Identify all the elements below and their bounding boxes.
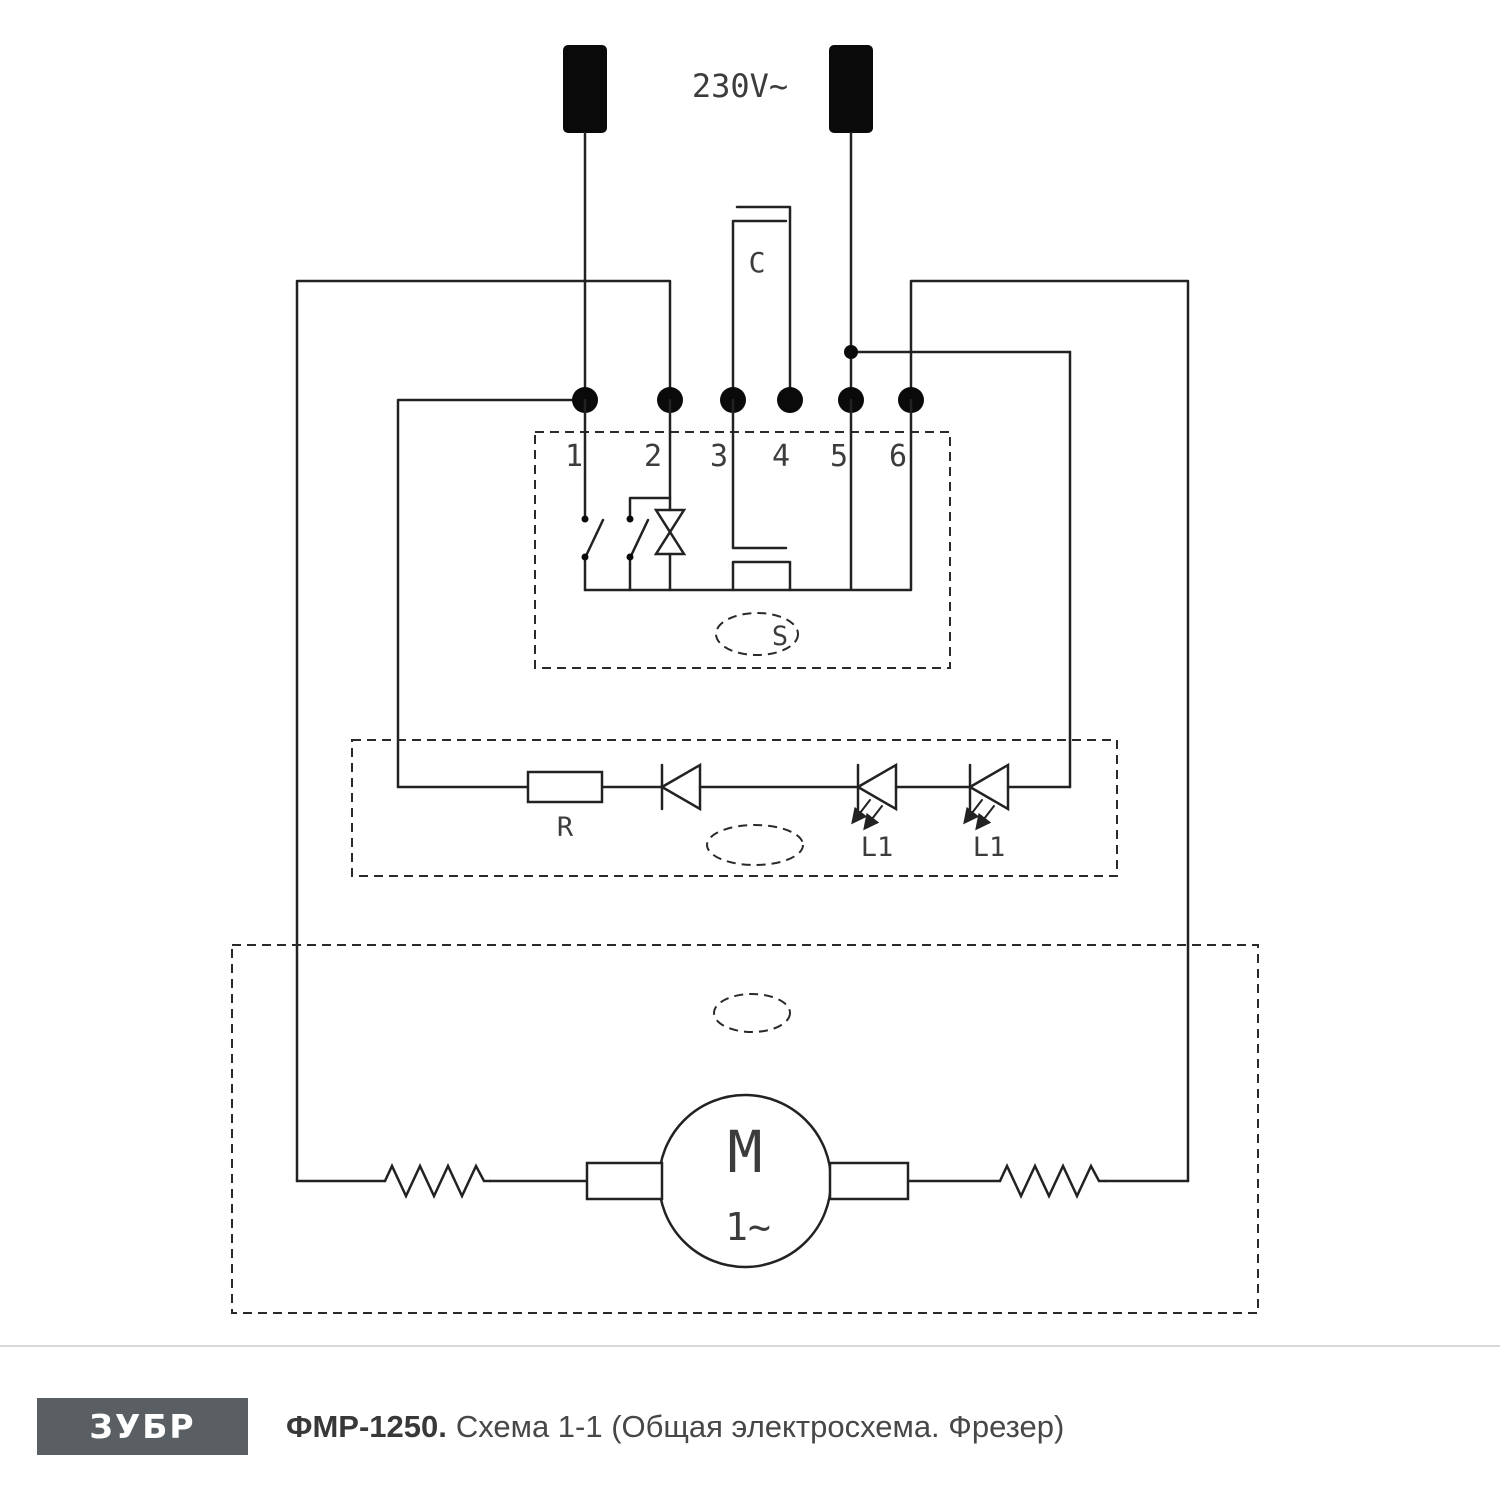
motor-block-ellipse [713, 993, 791, 1033]
led-1-label: L1 [861, 832, 894, 863]
terminal-label-5: 5 [830, 439, 848, 474]
motor-label: M [728, 1118, 763, 1186]
terminal-dot-4 [777, 387, 803, 413]
motor-block-box [231, 944, 1259, 1314]
wire-switch-bus [583, 398, 913, 592]
diagram-subtitle: Схема 1-1 (Общая электросхема. Фрезер) [455, 1408, 1065, 1444]
brush-right [828, 1161, 910, 1201]
coil-left [383, 1163, 492, 1199]
wire-frame [295, 279, 1190, 1183]
voltage-label: 230V~ [692, 67, 788, 105]
switch-label: S [772, 621, 788, 652]
zubr-logo-icon [4, 1351, 32, 1379]
footer: ЗУБР ФМР-1250.Схема 1-1 (Общая электросх… [0, 1345, 1500, 1500]
led-2-label: L1 [973, 832, 1006, 863]
diode [659, 762, 702, 812]
brush-left [585, 1161, 664, 1201]
power-pin-left [563, 45, 607, 133]
capacitor-top: C [731, 205, 792, 402]
resistor-label: R [557, 812, 574, 843]
indicator-block-box [351, 739, 1118, 877]
led-2 [963, 762, 1010, 831]
switch-pole-1 [581, 398, 605, 592]
coil-right [998, 1163, 1107, 1199]
diagram-caption: ФМР-1250.Схема 1-1 (Общая электросхема. … [286, 1409, 1064, 1445]
capacitor-label: C [749, 246, 766, 279]
zubr-logo: ЗУБР [4, 1351, 248, 1455]
footer-row: ЗУБР ФМР-1250.Схема 1-1 (Общая электросх… [4, 1351, 1500, 1455]
power-pin-right [829, 45, 873, 133]
motor-type-label: 1~ [725, 1205, 771, 1249]
schematic-canvas: 230V~ C 1 2 3 4 5 6 [231, 45, 1259, 1314]
switch-block-box [534, 431, 951, 669]
terminal-label-2: 2 [644, 439, 662, 474]
led-1 [851, 762, 898, 831]
terminal-label-4: 4 [772, 439, 790, 474]
junction-dot [844, 345, 858, 359]
brand-name: ЗУБР [89, 1407, 196, 1446]
switch-ellipse [715, 612, 799, 656]
terminal-label-6: 6 [889, 439, 907, 474]
switch-pole-2 [626, 398, 672, 592]
resistor [526, 770, 604, 804]
terminal-label-1: 1 [565, 439, 583, 474]
model-name: ФМР-1250. [286, 1408, 447, 1444]
triac-symbol [653, 496, 687, 592]
capacitor-switch [731, 398, 792, 592]
terminal-label-3: 3 [710, 439, 728, 474]
indicator-ellipse [706, 824, 804, 866]
